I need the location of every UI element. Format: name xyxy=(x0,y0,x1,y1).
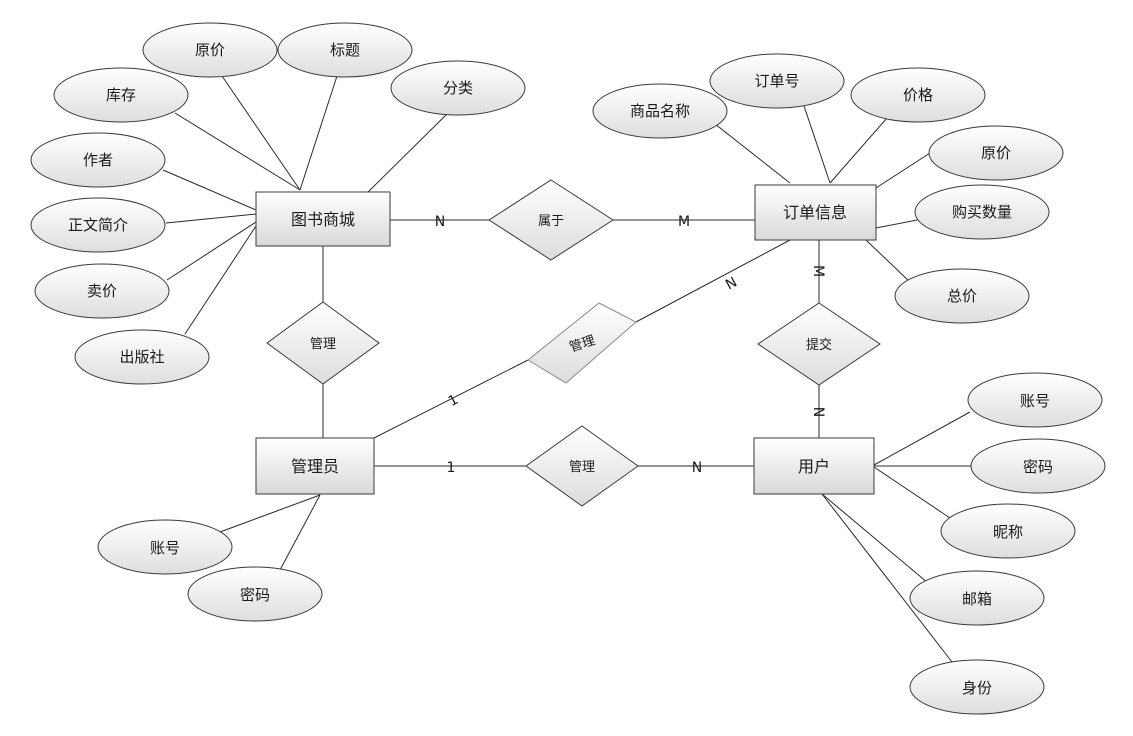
edge-order-product xyxy=(709,119,791,184)
attribute-sale-price: 卖价 xyxy=(34,263,170,319)
svg-text:购买数量: 购买数量 xyxy=(952,203,1012,221)
cardinality-bookstore-belongs: N xyxy=(435,214,445,230)
relationship-belongs: 属于 xyxy=(488,179,614,261)
attribute-publisher: 出版社 xyxy=(74,329,210,385)
connectors xyxy=(162,75,971,663)
svg-text:管理: 管理 xyxy=(310,337,336,352)
svg-text:图书商城: 图书商城 xyxy=(291,210,355,229)
cardinality-order-submit: M xyxy=(810,265,826,277)
attribute-user-nickname: 昵称 xyxy=(940,503,1076,559)
attribute-author: 作者 xyxy=(30,132,166,188)
attribute-product-name: 商品名称 xyxy=(592,83,728,139)
edge-bookstore-category xyxy=(367,113,448,193)
admin-attributes: 账号 密码 xyxy=(97,519,323,622)
attribute-admin-account: 账号 xyxy=(97,519,233,575)
attribute-user-password: 密码 xyxy=(970,438,1106,494)
svg-text:密码: 密码 xyxy=(1023,458,1053,476)
attribute-title: 标题 xyxy=(277,22,413,78)
entity-order: 订单信息 xyxy=(754,184,877,241)
cardinality-user-manage: N xyxy=(692,460,702,476)
svg-text:账号: 账号 xyxy=(150,539,180,557)
cardinality-order-manage: N xyxy=(723,274,740,293)
svg-text:分类: 分类 xyxy=(443,79,473,97)
svg-text:订单号: 订单号 xyxy=(754,72,799,90)
svg-text:库存: 库存 xyxy=(106,86,136,104)
relationship-submit: 提交 xyxy=(757,302,881,386)
attribute-admin-password: 密码 xyxy=(187,566,323,622)
edge-order-total xyxy=(865,239,912,284)
svg-text:昵称: 昵称 xyxy=(993,523,1023,541)
edge-bookstore-saleprice xyxy=(166,221,257,281)
user-attributes: 账号 密码 昵称 邮箱 身份 xyxy=(909,372,1106,715)
entities: 图书商城 订单信息 管理员 用户 xyxy=(255,184,877,495)
relationships: 属于 管理 管理 管理 提交 xyxy=(266,179,881,507)
edge-manage-order xyxy=(635,239,791,323)
entity-bookstore: 图书商城 xyxy=(255,191,391,247)
attribute-user-email: 邮箱 xyxy=(909,570,1045,626)
edge-order-orig xyxy=(875,152,931,189)
svg-text:总价: 总价 xyxy=(947,287,977,305)
edge-admin-password xyxy=(279,494,321,571)
edge-order-qty xyxy=(875,219,918,229)
edge-bookstore-publisher xyxy=(184,225,257,335)
svg-text:出版社: 出版社 xyxy=(119,348,164,366)
edge-order-number xyxy=(802,102,831,184)
attribute-order-number: 订单号 xyxy=(709,53,845,109)
svg-text:提交: 提交 xyxy=(806,337,832,353)
relationship-manage-user: 管理 xyxy=(525,425,639,507)
attribute-user-account: 账号 xyxy=(967,372,1103,428)
relationship-manage-store: 管理 xyxy=(266,301,380,385)
edge-user-account xyxy=(873,411,971,466)
attribute-price-original: 原价 xyxy=(142,22,278,78)
svg-text:身份: 身份 xyxy=(962,679,992,697)
attribute-order-price-original: 原价 xyxy=(928,125,1064,181)
svg-text:属于: 属于 xyxy=(538,214,564,229)
edge-bookstore-title xyxy=(299,75,338,191)
edge-order-price xyxy=(829,117,888,184)
bookstore-attributes: 原价 标题 库存 分类 作者 正文简介 卖价 出版社 xyxy=(30,22,526,385)
svg-text:管理员: 管理员 xyxy=(291,457,339,476)
attribute-total: 总价 xyxy=(894,268,1030,324)
entity-user: 用户 xyxy=(753,437,875,495)
svg-text:正文简介: 正文简介 xyxy=(68,216,128,234)
edge-user-role xyxy=(821,493,953,663)
attribute-stock: 库存 xyxy=(53,67,189,123)
svg-text:邮箱: 邮箱 xyxy=(962,590,992,608)
cardinality-admin-manage-user: 1 xyxy=(447,460,456,476)
svg-text:作者: 作者 xyxy=(83,151,113,169)
svg-text:原价: 原价 xyxy=(195,41,225,59)
entity-admin: 管理员 xyxy=(255,437,375,495)
svg-text:卖价: 卖价 xyxy=(87,282,117,300)
edge-bookstore-summary xyxy=(165,213,257,224)
edge-user-email xyxy=(821,493,929,584)
svg-text:账号: 账号 xyxy=(1020,392,1050,410)
attribute-category: 分类 xyxy=(390,60,526,116)
attribute-summary: 正文简介 xyxy=(30,197,166,253)
edge-bookstore-stock xyxy=(174,112,301,191)
attribute-price: 价格 xyxy=(850,67,986,123)
svg-text:密码: 密码 xyxy=(240,586,270,604)
svg-text:管理: 管理 xyxy=(569,460,595,475)
svg-text:用户: 用户 xyxy=(798,457,830,476)
cardinality-order-belongs: M xyxy=(678,214,690,230)
edge-user-nickname xyxy=(873,466,951,519)
edge-bookstore-price-orig xyxy=(221,75,301,191)
attribute-quantity: 购买数量 xyxy=(914,184,1050,240)
svg-text:订单信息: 订单信息 xyxy=(783,203,847,222)
attribute-user-role: 身份 xyxy=(909,659,1045,715)
edge-admin-manage-order xyxy=(373,359,529,439)
svg-text:原价: 原价 xyxy=(981,144,1011,162)
edge-admin-account xyxy=(219,494,321,533)
edge-bookstore-author xyxy=(162,169,257,211)
cardinality-user-submit: N xyxy=(810,407,826,417)
svg-text:商品名称: 商品名称 xyxy=(630,102,690,120)
svg-text:价格: 价格 xyxy=(903,86,933,104)
relationship-manage-order: 管理 xyxy=(527,302,637,384)
order-attributes: 订单号 商品名称 价格 原价 购买数量 总价 xyxy=(592,53,1064,324)
svg-text:标题: 标题 xyxy=(330,41,360,59)
